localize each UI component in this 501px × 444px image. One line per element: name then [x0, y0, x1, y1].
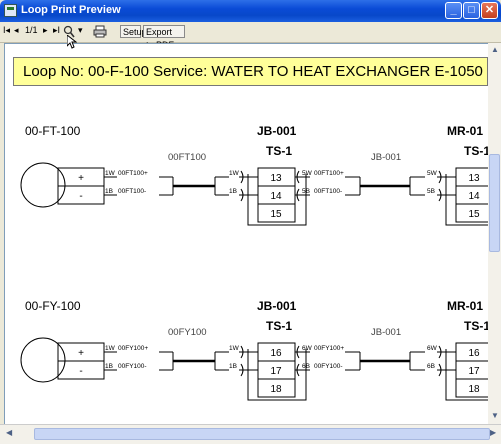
terminal-number: 14	[468, 191, 480, 202]
instrument-circle	[20, 337, 66, 383]
minimize-button[interactable]: _	[445, 2, 462, 19]
wire-label: 6W	[427, 345, 438, 352]
jb-cable-label: JB-001	[371, 327, 401, 338]
signal-label: 00FT100+	[314, 170, 344, 177]
wire-label: 5B	[302, 188, 310, 195]
jb-label: JB-001	[257, 299, 297, 313]
wire-label: 5B	[427, 188, 435, 195]
signal-label: 00FT100-	[118, 188, 146, 195]
signal-label: 00FY100+	[118, 345, 148, 352]
ts-label: TS-1	[266, 319, 292, 333]
wire-label: 6B	[427, 363, 435, 370]
first-page-button[interactable]: I◂	[3, 25, 11, 35]
terminal-neg-label: -	[79, 366, 82, 377]
wire-label: 1W	[105, 345, 116, 352]
signal-label: 00FT100-	[314, 188, 342, 195]
terminal-number: 18	[270, 384, 282, 395]
mr-label: MR-01	[447, 124, 483, 138]
ts-label: TS-1	[266, 144, 292, 158]
zoom-dropdown[interactable]: ▾	[78, 25, 83, 35]
signal-label: 00FY100-	[118, 363, 147, 370]
horizontal-scrollbar[interactable]: ◀ ▶	[0, 424, 501, 444]
export-pdf-button[interactable]: Export to PDF	[143, 25, 185, 50]
wire-label: 1B	[229, 363, 237, 370]
scroll-right-icon[interactable]: ▶	[490, 428, 497, 437]
wire-label: 6W	[302, 345, 313, 352]
vertical-scrollbar[interactable]: ▲ ▼	[488, 43, 501, 424]
scroll-down-icon[interactable]: ▼	[491, 411, 499, 420]
terminal-number: 16	[270, 348, 282, 359]
loop-diagram-2: 00-FY-100 JB-001 TS-1 MR-01 TS-1 + - 16 …	[20, 299, 488, 401]
jb-cable-label: JB-001	[371, 152, 401, 163]
mouse-cursor-icon	[67, 35, 77, 49]
terminal-number: 16	[468, 348, 480, 359]
signal-label: 00FT100+	[118, 170, 148, 177]
setup-button[interactable]: Setup	[120, 25, 147, 38]
loop-diagram-1: 00-FT-100 JB-001 TS-1 MR-01 TS-1 + - 13 …	[20, 124, 488, 226]
vertical-scroll-thumb[interactable]	[489, 154, 500, 252]
close-button[interactable]: ✕	[481, 2, 498, 19]
terminal-number: 13	[468, 173, 480, 184]
window-title: Loop Print Preview	[21, 4, 121, 16]
printer-icon[interactable]	[93, 25, 107, 38]
next-page-button[interactable]: ▸	[43, 25, 48, 35]
signal-label: 00FY100-	[314, 363, 343, 370]
wire-label: 5W	[302, 170, 313, 177]
instrument-tag: 00-FY-100	[25, 299, 81, 313]
wire-label: 1W	[229, 345, 240, 352]
terminal-pos-label: +	[78, 348, 84, 359]
cable-label: 00FY100	[168, 327, 207, 338]
signal-label: 00FY100+	[314, 345, 344, 352]
ts2-label: TS-1	[464, 319, 488, 333]
wire-label: 1B	[105, 363, 113, 370]
terminal-number: 14	[270, 191, 282, 202]
loop-banner: Loop No: 00-F-100 Service: WATER TO HEAT…	[13, 57, 488, 86]
maximize-button[interactable]: □	[463, 2, 480, 19]
horizontal-scroll-thumb[interactable]	[34, 428, 490, 440]
terminal-number: 17	[468, 366, 480, 377]
wire-label: 6B	[302, 363, 310, 370]
wire-label: 1W	[229, 170, 240, 177]
wire-label: 1B	[105, 188, 113, 195]
preview-canvas[interactable]: Loop No: 00-F-100 Service: WATER TO HEAT…	[4, 43, 489, 426]
prev-page-button[interactable]: ◂	[14, 25, 19, 35]
zoom-icon[interactable]	[63, 25, 75, 38]
wire-label: 5W	[427, 170, 438, 177]
scroll-up-icon[interactable]: ▲	[491, 45, 499, 54]
terminal-pos-label: +	[78, 173, 84, 184]
terminal-neg-label: -	[79, 191, 82, 202]
terminal-number: 15	[468, 209, 480, 220]
loop-banner-text: Loop No: 00-F-100 Service: WATER TO HEAT…	[23, 63, 483, 80]
instrument-tag: 00-FT-100	[25, 124, 81, 138]
terminal-number: 15	[270, 209, 282, 220]
cable-label: 00FT100	[168, 152, 206, 163]
page-indicator: 1/1	[25, 25, 38, 35]
scroll-left-icon[interactable]: ◀	[6, 428, 13, 437]
terminal-number: 13	[270, 173, 282, 184]
jb-label: JB-001	[257, 124, 297, 138]
last-page-button[interactable]: ▸I	[53, 25, 61, 35]
terminal-number: 18	[468, 384, 480, 395]
ts2-label: TS-1	[464, 144, 488, 158]
mr-label: MR-01	[447, 299, 483, 313]
title-bar[interactable]: Loop Print Preview _ □ ✕	[0, 0, 501, 22]
terminal-number: 17	[270, 366, 282, 377]
app-icon	[4, 4, 17, 17]
wire-label: 1B	[229, 188, 237, 195]
instrument-circle	[20, 162, 66, 208]
wire-label: 1W	[105, 170, 116, 177]
